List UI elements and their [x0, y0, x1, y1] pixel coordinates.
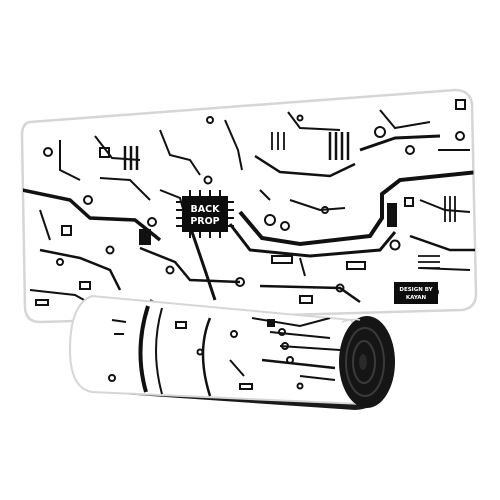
back-prop-logo: BACK PROP	[176, 190, 234, 238]
designer-tag-line-1: DESIGN BY	[399, 287, 433, 293]
designer-tag: DESIGN BY KAYAN	[394, 282, 438, 304]
designer-tag-line-2: KAYAN	[406, 295, 427, 301]
logo-line-2: PROP	[190, 216, 219, 227]
logo-line-1: BACK	[191, 204, 221, 215]
roll-end	[339, 316, 395, 408]
roll-circuit-pattern	[108, 305, 341, 397]
flat-mouse-pad: BACK PROP DESIGN BY KAYAN	[20, 88, 478, 324]
rolled-mouse-pad	[68, 294, 395, 410]
